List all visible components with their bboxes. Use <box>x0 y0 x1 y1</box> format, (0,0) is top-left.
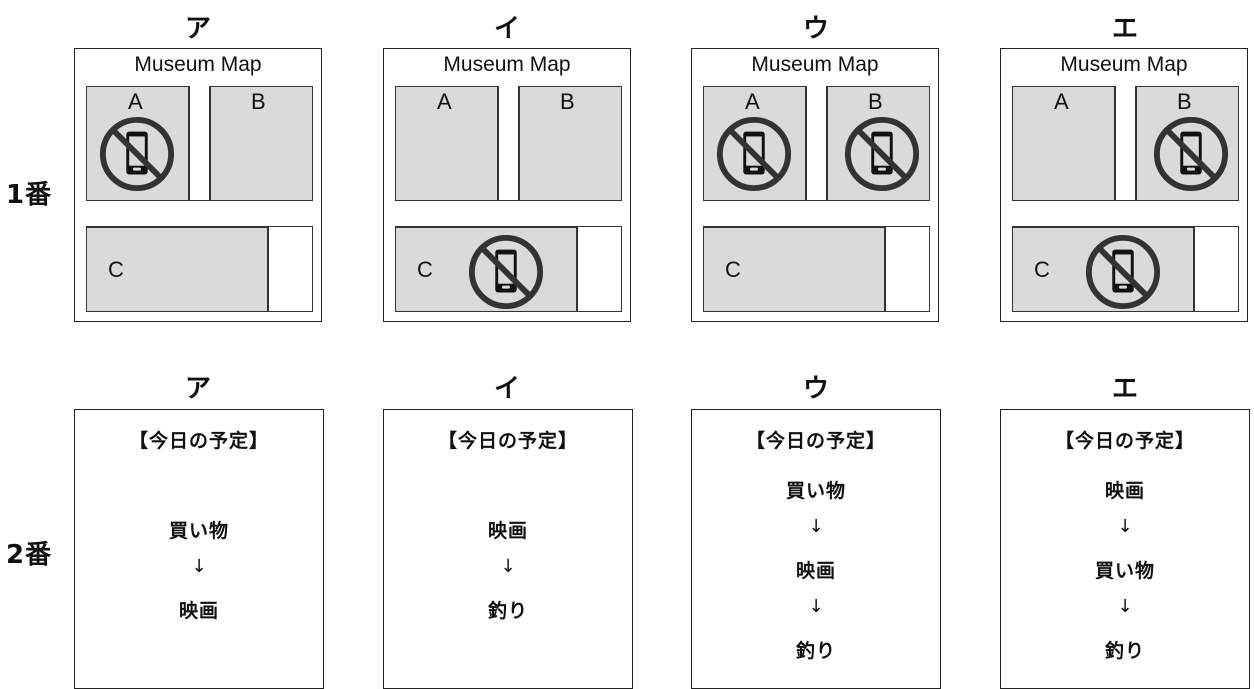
corridor-right <box>268 226 313 312</box>
room-b-label: B <box>868 89 883 114</box>
q2-option-a-schedule[interactable]: 【今日の予定】買い物 ↓ 映画 <box>74 409 324 689</box>
room-c-label: C <box>108 257 124 282</box>
q1-option-i-label: イ <box>493 14 520 44</box>
q1-option-u-label: ウ <box>802 14 829 44</box>
q2-option-e-label: エ <box>1111 374 1138 404</box>
no-phone-icon <box>467 233 545 311</box>
schedule-item: 映画 <box>1104 480 1145 502</box>
room-c <box>703 227 885 312</box>
down-arrow-icon: ↓ <box>808 516 824 537</box>
corridor-horizontal <box>1012 200 1239 227</box>
schedule-title: 【今日の予定】 <box>745 430 886 452</box>
room-a-label: A <box>128 89 143 114</box>
q2-option-a-label: ア <box>184 374 211 404</box>
room-b <box>519 86 622 201</box>
schedule-item: 映画 <box>487 520 528 542</box>
no-phone-icon <box>715 115 793 193</box>
room-c-label: C <box>1034 257 1050 282</box>
corridor-right <box>885 226 930 312</box>
schedule-item: 映画 <box>178 600 219 622</box>
q1-option-e-label: エ <box>1111 14 1138 44</box>
corridor-vertical <box>498 86 519 201</box>
room-c-label: C <box>417 257 433 282</box>
down-arrow-icon: ↓ <box>1117 516 1133 537</box>
corridor-right <box>1194 226 1239 312</box>
room-a <box>1012 86 1115 201</box>
corridor-right <box>577 226 622 312</box>
schedule-item: 映画 <box>795 560 836 582</box>
no-phone-icon <box>98 115 176 193</box>
corridor-vertical <box>189 86 210 201</box>
corridor-horizontal <box>703 200 930 227</box>
room-b-label: B <box>560 89 575 114</box>
schedule-title: 【今日の予定】 <box>128 430 269 452</box>
room-b-label: B <box>1177 89 1192 114</box>
no-phone-icon <box>1084 233 1162 311</box>
corridor-horizontal <box>86 200 313 227</box>
down-arrow-icon: ↓ <box>500 556 516 577</box>
schedule-title: 【今日の予定】 <box>1054 430 1195 452</box>
room-c <box>86 227 268 312</box>
room-a-label: A <box>745 89 760 114</box>
map-title: Museum Map <box>443 53 571 76</box>
room-a-label: A <box>1054 89 1069 114</box>
map-title: Museum Map <box>751 53 879 76</box>
room-b-label: B <box>251 89 266 114</box>
no-phone-icon <box>1152 115 1230 193</box>
room-c-label: C <box>725 257 741 282</box>
room-a-label: A <box>437 89 452 114</box>
room-b <box>210 86 313 201</box>
corridor-vertical <box>806 86 827 201</box>
question-1-number: 1番 <box>6 180 53 210</box>
map-title: Museum Map <box>1060 53 1188 76</box>
q2-option-i-schedule[interactable]: 【今日の予定】映画 ↓ 釣り <box>383 409 633 689</box>
room-a <box>395 86 498 201</box>
schedule-item: 買い物 <box>785 480 846 502</box>
schedule-title: 【今日の予定】 <box>437 430 578 452</box>
schedule-item: 釣り <box>1104 640 1145 662</box>
q2-option-e-schedule[interactable]: 【今日の予定】映画 ↓ 買い物 ↓ 釣り <box>1000 409 1250 689</box>
q2-option-u-schedule[interactable]: 【今日の予定】買い物 ↓ 映画 ↓ 釣り <box>691 409 941 689</box>
map-title: Museum Map <box>134 53 262 76</box>
q2-option-i-label: イ <box>493 374 520 404</box>
q2-option-u-label: ウ <box>802 374 829 404</box>
down-arrow-icon: ↓ <box>1117 596 1133 617</box>
schedule-item: 買い物 <box>1094 560 1155 582</box>
question-2-number: 2番 <box>6 540 53 570</box>
schedule-item: 釣り <box>487 600 528 622</box>
corridor-horizontal <box>395 200 622 227</box>
schedule-item: 買い物 <box>168 520 229 542</box>
down-arrow-icon: ↓ <box>808 596 824 617</box>
no-phone-icon <box>843 115 921 193</box>
q1-option-a-label: ア <box>184 14 211 44</box>
schedule-item: 釣り <box>795 640 836 662</box>
down-arrow-icon: ↓ <box>191 556 207 577</box>
corridor-vertical <box>1115 86 1136 201</box>
